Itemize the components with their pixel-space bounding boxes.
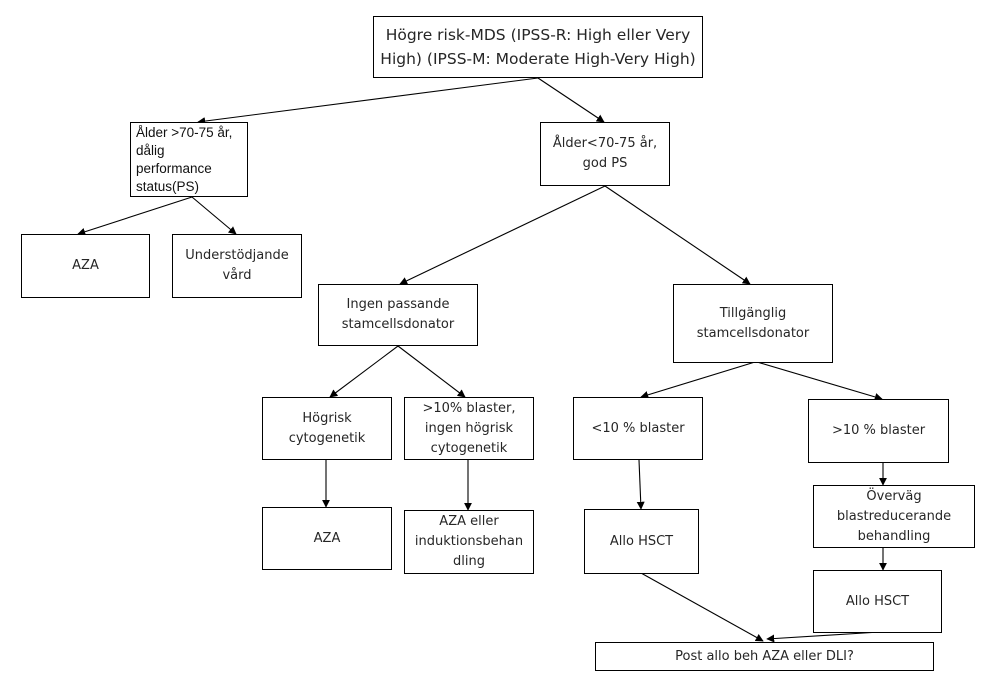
node-supportive-care: Understödjande vård	[172, 234, 302, 298]
node-allo-hsct-low-blasts: Allo HSCT	[584, 509, 699, 574]
node-under-10-blasts: <10 % blaster	[573, 397, 703, 460]
edge-donor-gt10	[756, 361, 883, 401]
node-high-risk-cytogenetics: Högrisk cytogenetik	[262, 397, 392, 460]
node-higher-risk-mds: Högre risk-MDS (IPSS-R: High eller Very …	[373, 16, 703, 78]
node-over-10-blasts-no-high-risk: >10% blaster, ingen högrisk cytogenetik	[404, 397, 534, 460]
edge-hsct2-post	[766, 631, 881, 643]
edge-young-donor	[604, 185, 751, 285]
edge-nodonor-hrcyto	[329, 345, 399, 398]
node-age-over-70-poor-ps: Ålder >70-75 år, dålig performance statu…	[130, 122, 248, 197]
node-consider-blast-reduction: Överväg blastreducerande behandling	[813, 485, 975, 548]
edge-old-aza1	[77, 196, 193, 236]
edge-nodonor-blast	[397, 345, 466, 398]
edge-old-support	[191, 196, 237, 235]
edge-root-young	[537, 77, 605, 123]
edge-hsct1-post	[640, 572, 764, 642]
edge-lt10-hsct1	[636, 459, 645, 510]
node-no-suitable-donor: Ingen passande stamcellsdonator	[318, 284, 478, 346]
node-over-10-blasts: >10 % blaster	[808, 399, 949, 463]
node-age-under-70-good-ps: Ålder<70-75 år, god PS	[540, 122, 670, 186]
node-post-allo-treatment: Post allo beh AZA eller DLI?	[595, 642, 934, 671]
edge-young-nodonor	[399, 185, 606, 285]
node-aza-or-induction: AZA eller induktionsbehan dling	[404, 510, 534, 574]
node-allo-hsct-high-blasts: Allo HSCT	[813, 570, 942, 633]
node-available-donor: Tillgänglig stamcellsdonator	[673, 284, 833, 363]
node-aza-elderly: AZA	[21, 234, 150, 298]
node-aza-no-donor: AZA	[262, 507, 392, 570]
edge-donor-lt10	[640, 361, 756, 399]
edge-root-old	[197, 77, 539, 126]
